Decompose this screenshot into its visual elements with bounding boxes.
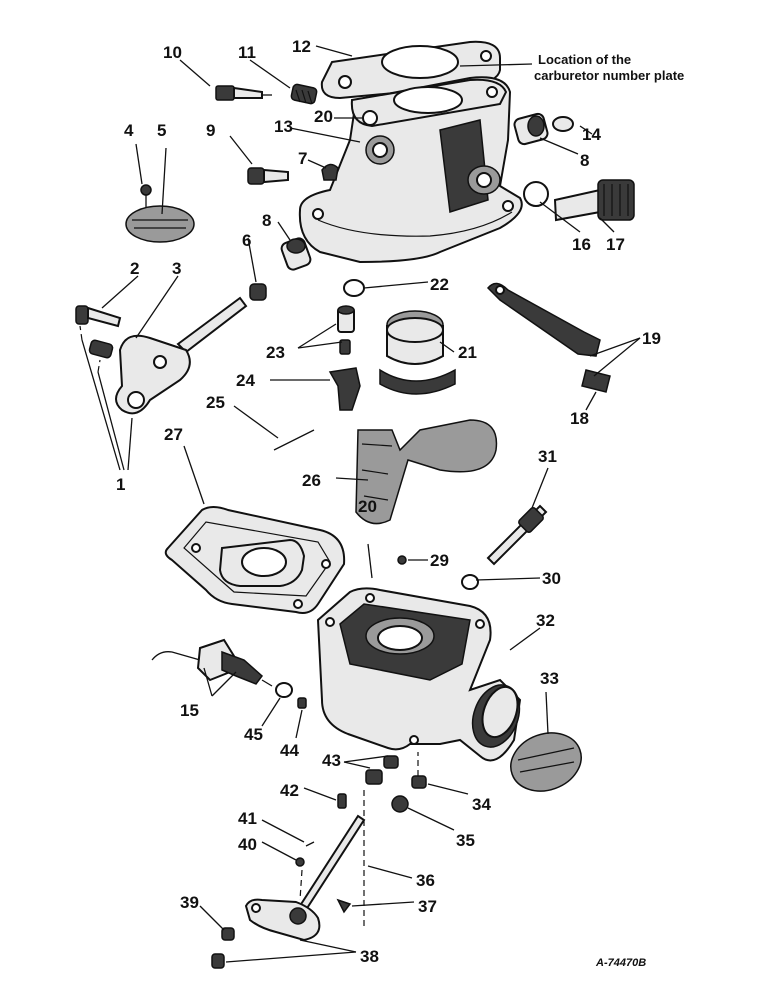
screw-38b xyxy=(211,953,225,969)
screw-39 xyxy=(221,927,235,941)
gasket-22 xyxy=(343,279,365,297)
callout-9: 9 xyxy=(206,121,215,140)
leader-lines xyxy=(79,45,641,963)
reference-code: A-74470B xyxy=(595,957,646,969)
callout-27: 27 xyxy=(164,425,183,444)
callout-35: 35 xyxy=(456,831,475,850)
callout-24: 24 xyxy=(236,371,255,390)
bushing-8-left xyxy=(280,237,312,271)
plate-location-note-line2: carburetor number plate xyxy=(534,68,684,83)
callout-20-top: 20 xyxy=(314,107,333,126)
callout-26: 26 xyxy=(302,471,321,490)
screw-9 xyxy=(247,167,289,185)
callout-43: 43 xyxy=(322,751,341,770)
bushing-8-right xyxy=(513,112,549,146)
callout-41: 41 xyxy=(238,809,257,828)
float-26 xyxy=(355,419,498,525)
plug-14 xyxy=(552,116,574,132)
callout-19: 19 xyxy=(642,329,661,348)
callout-25: 25 xyxy=(206,393,225,412)
washer-30 xyxy=(461,574,479,590)
washer-6 xyxy=(249,283,267,301)
plug-43-b xyxy=(383,755,399,769)
callout-23: 23 xyxy=(266,343,285,362)
callout-18: 18 xyxy=(570,409,589,428)
callout-5: 5 xyxy=(157,121,166,140)
callout-15: 15 xyxy=(180,701,199,720)
callout-4: 4 xyxy=(124,121,134,140)
callout-17: 17 xyxy=(606,235,625,254)
callout-39: 39 xyxy=(180,893,199,912)
callout-33: 33 xyxy=(540,669,559,688)
callout-1: 1 xyxy=(116,475,125,494)
lever-24 xyxy=(328,367,361,411)
spring-37 xyxy=(336,898,352,914)
callout-38: 38 xyxy=(360,947,379,966)
callout-36: 36 xyxy=(416,871,435,890)
callout-16: 16 xyxy=(572,235,591,254)
callout-40: 40 xyxy=(238,835,257,854)
throttle-body xyxy=(298,76,523,264)
needle-valve-17 xyxy=(553,179,635,222)
screw-10 xyxy=(215,85,272,101)
callout-2: 2 xyxy=(130,259,139,278)
venturi-21 xyxy=(379,310,456,395)
callout-10: 10 xyxy=(163,43,182,62)
screw-2 xyxy=(75,305,122,328)
ball-40 xyxy=(295,857,305,867)
valve-31 xyxy=(486,504,548,566)
callout-30: 30 xyxy=(542,569,561,588)
spring-11 xyxy=(290,83,318,105)
callout-7: 7 xyxy=(298,149,307,168)
callout-6: 6 xyxy=(242,231,251,250)
valve-23 xyxy=(337,305,355,355)
throttle-shaft xyxy=(115,296,248,415)
choke-shaft-36 xyxy=(244,814,366,942)
plug-43-a xyxy=(365,769,383,785)
callout-34: 34 xyxy=(472,795,491,814)
callout-14: 14 xyxy=(582,125,601,144)
callout-13: 13 xyxy=(274,117,293,136)
callout-42: 42 xyxy=(280,781,299,800)
callout-20-bottom: 20 xyxy=(358,497,377,516)
callout-8-left: 8 xyxy=(262,211,271,230)
washer-45 xyxy=(275,682,293,698)
spring-3 xyxy=(88,339,114,359)
choke-plate-33 xyxy=(510,732,582,792)
gasket-27 xyxy=(164,506,346,614)
pin-25 xyxy=(273,429,315,451)
plate-location-note-line1: Location of the xyxy=(538,52,631,67)
screw-29 xyxy=(397,555,407,565)
pin-28 xyxy=(367,543,373,579)
callout-31: 31 xyxy=(538,447,557,466)
float-bowl xyxy=(316,587,522,762)
callout-45: 45 xyxy=(244,725,263,744)
callout-44: 44 xyxy=(280,741,299,760)
washer-16 xyxy=(523,181,549,207)
callout-11: 11 xyxy=(238,43,256,62)
screw-42 xyxy=(337,793,347,809)
callout-29: 29 xyxy=(430,551,449,570)
callout-8-right: 8 xyxy=(580,151,589,170)
callout-22: 22 xyxy=(430,275,449,294)
callout-37: 37 xyxy=(418,897,437,916)
screw-44 xyxy=(297,697,307,709)
throttle-plate-5 xyxy=(125,205,195,243)
callout-32: 32 xyxy=(536,611,555,630)
callout-3: 3 xyxy=(172,259,181,278)
pin-41 xyxy=(305,841,315,847)
plug-34 xyxy=(411,775,427,789)
jet-15 xyxy=(151,638,273,687)
float-arm-19 xyxy=(486,282,601,357)
callout-12: 12 xyxy=(292,37,311,56)
callout-21: 21 xyxy=(458,343,477,362)
callout-labels: 10 11 12 13 20 14 8 4 5 9 7 8 6 16 17 2 … xyxy=(116,37,684,969)
nut-35 xyxy=(391,795,409,813)
needle-18 xyxy=(581,369,611,393)
